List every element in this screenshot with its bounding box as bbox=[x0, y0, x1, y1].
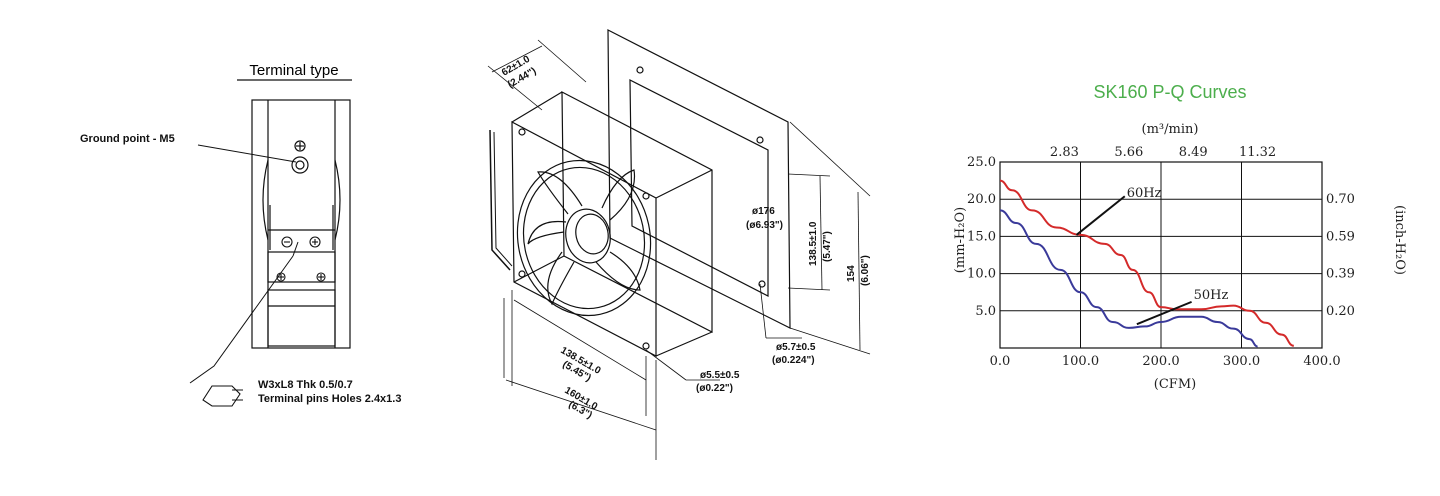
back-plate bbox=[607, 29, 791, 329]
fan-frame-back bbox=[561, 91, 713, 333]
fan-ring bbox=[516, 159, 652, 317]
terminal-type-panel: Terminal type bbox=[0, 0, 450, 496]
dim-height-in: (6.06") bbox=[860, 255, 871, 286]
dim-diameter: ø176 bbox=[752, 206, 775, 217]
chart-ticks: 0.0 100.0 200.0 300.0 400.0 5.0 10.0 15.0 20.0 25… bbox=[967, 145, 1355, 369]
ground-screw-icon bbox=[291, 140, 309, 174]
chart-x-label: (CFM) bbox=[1154, 377, 1196, 392]
fan-blades bbox=[527, 169, 641, 306]
chart-y-label: (mm-H₂O) bbox=[953, 207, 968, 273]
chart-series bbox=[999, 179, 1295, 348]
dim-fan-hole: ø5.5±0.5 bbox=[700, 370, 740, 381]
x-tick-label: 100.0 bbox=[1062, 354, 1099, 369]
terminal-title: Terminal type bbox=[249, 62, 338, 79]
series-line-50hz bbox=[999, 209, 1258, 348]
x2-tick-label: 2.83 bbox=[1050, 145, 1079, 160]
terminal-body bbox=[251, 99, 351, 349]
pq-chart-panel: SK160 P-Q Curves (m³/min) (CFM) (mm-H₂O)… bbox=[920, 0, 1440, 496]
x2-tick-label: 5.66 bbox=[1114, 145, 1143, 160]
dim-hole-spacing-v-in: (5.47") bbox=[822, 231, 833, 262]
ground-leader-line bbox=[197, 144, 297, 163]
chart-title: SK160 P-Q Curves bbox=[1093, 82, 1246, 102]
x-tick-label: 300.0 bbox=[1223, 354, 1260, 369]
chart-annotations: 60Hz 50Hz bbox=[1075, 186, 1229, 326]
terminal-polarity-icons bbox=[276, 236, 326, 282]
terminal-drawing: Terminal type bbox=[80, 62, 401, 407]
y-tick-label: 25.0 bbox=[967, 155, 996, 170]
pq-chart: SK160 P-Q Curves (m³/min) (CFM) (mm-H₂O)… bbox=[953, 82, 1407, 392]
x-tick-label: 200.0 bbox=[1142, 354, 1179, 369]
fan-mount-hole bbox=[518, 128, 526, 136]
chart-x2-label: (m³/min) bbox=[1142, 122, 1199, 137]
chart-y2-label: (inch-H₂O) bbox=[1392, 205, 1407, 275]
y2-tick-label: 0.20 bbox=[1326, 304, 1355, 319]
annotation-label: 60Hz bbox=[1127, 186, 1162, 201]
x2-tick-label: 11.32 bbox=[1239, 145, 1276, 160]
fan-hub bbox=[565, 208, 611, 264]
y-tick-label: 20.0 bbox=[967, 192, 996, 207]
y2-tick-label: 0.59 bbox=[1326, 229, 1355, 244]
x-tick-label: 0.0 bbox=[990, 354, 1011, 369]
terminal-pin-icon bbox=[202, 385, 243, 407]
y-tick-label: 15.0 bbox=[967, 229, 996, 244]
chart-grid bbox=[999, 161, 1323, 349]
dim-mount-hole: ø5.7±0.5 bbox=[776, 342, 816, 353]
dim-height: 154 bbox=[846, 265, 857, 282]
dim-mount-hole-in: (ø0.224") bbox=[772, 355, 815, 366]
x-tick-label: 400.0 bbox=[1303, 354, 1340, 369]
pin-spec-line2: Terminal pins Holes 2.4x1.3 bbox=[258, 393, 401, 405]
fan-drawing-svg: 62±1.0 (2.44") ø176 (ø6.93") 138.5±1.0 (… bbox=[487, 29, 871, 460]
fan-cable bbox=[489, 129, 511, 271]
pin-leader-line bbox=[189, 255, 294, 384]
y-tick-label: 10.0 bbox=[967, 267, 996, 282]
annotation-label: 50Hz bbox=[1194, 288, 1229, 303]
back-plate-window bbox=[629, 79, 769, 297]
back-plate-hole bbox=[636, 66, 644, 74]
series-line-60hz bbox=[999, 179, 1295, 347]
y-tick-label: 5.0 bbox=[975, 304, 996, 319]
pin-spec-line1: W3xL8 Thk 0.5/0.7 bbox=[258, 379, 353, 391]
dim-fan-hole-in: (ø0.22") bbox=[696, 383, 733, 394]
fan-dimension-drawing: 62±1.0 (2.44") ø176 (ø6.93") 138.5±1.0 (… bbox=[450, 0, 920, 496]
dim-diameter-in: (ø6.93") bbox=[746, 220, 783, 231]
dim-hole-spacing-v: 138.5±1.0 bbox=[808, 221, 819, 266]
dimension-lines bbox=[487, 39, 871, 460]
annotation-leader bbox=[1075, 195, 1126, 236]
ground-point-label: Ground point - M5 bbox=[80, 133, 175, 145]
x2-tick-label: 8.49 bbox=[1179, 145, 1208, 160]
annotation-leader bbox=[1136, 300, 1192, 326]
y2-tick-label: 0.39 bbox=[1326, 267, 1355, 282]
y2-tick-label: 0.70 bbox=[1326, 192, 1355, 207]
